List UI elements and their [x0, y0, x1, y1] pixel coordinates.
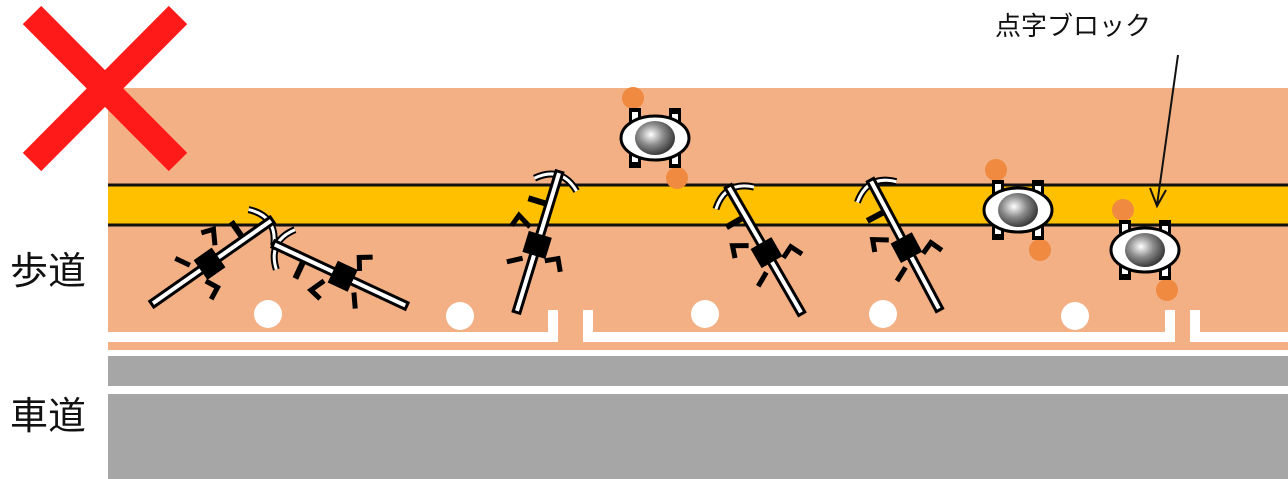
tactile-paving-strip [108, 185, 1288, 225]
bollards [254, 300, 1089, 330]
curb-line [108, 310, 1288, 342]
road-lane-line [108, 386, 1288, 394]
roadway-label: 車道 [10, 394, 87, 438]
roadway-area [108, 356, 1288, 479]
cross-mark-icon [22, 5, 188, 172]
sidewalk-label: 歩道 [10, 249, 87, 293]
tactile-paving-label: 点字ブロック [995, 12, 1152, 42]
callout-arrow [1149, 54, 1179, 209]
